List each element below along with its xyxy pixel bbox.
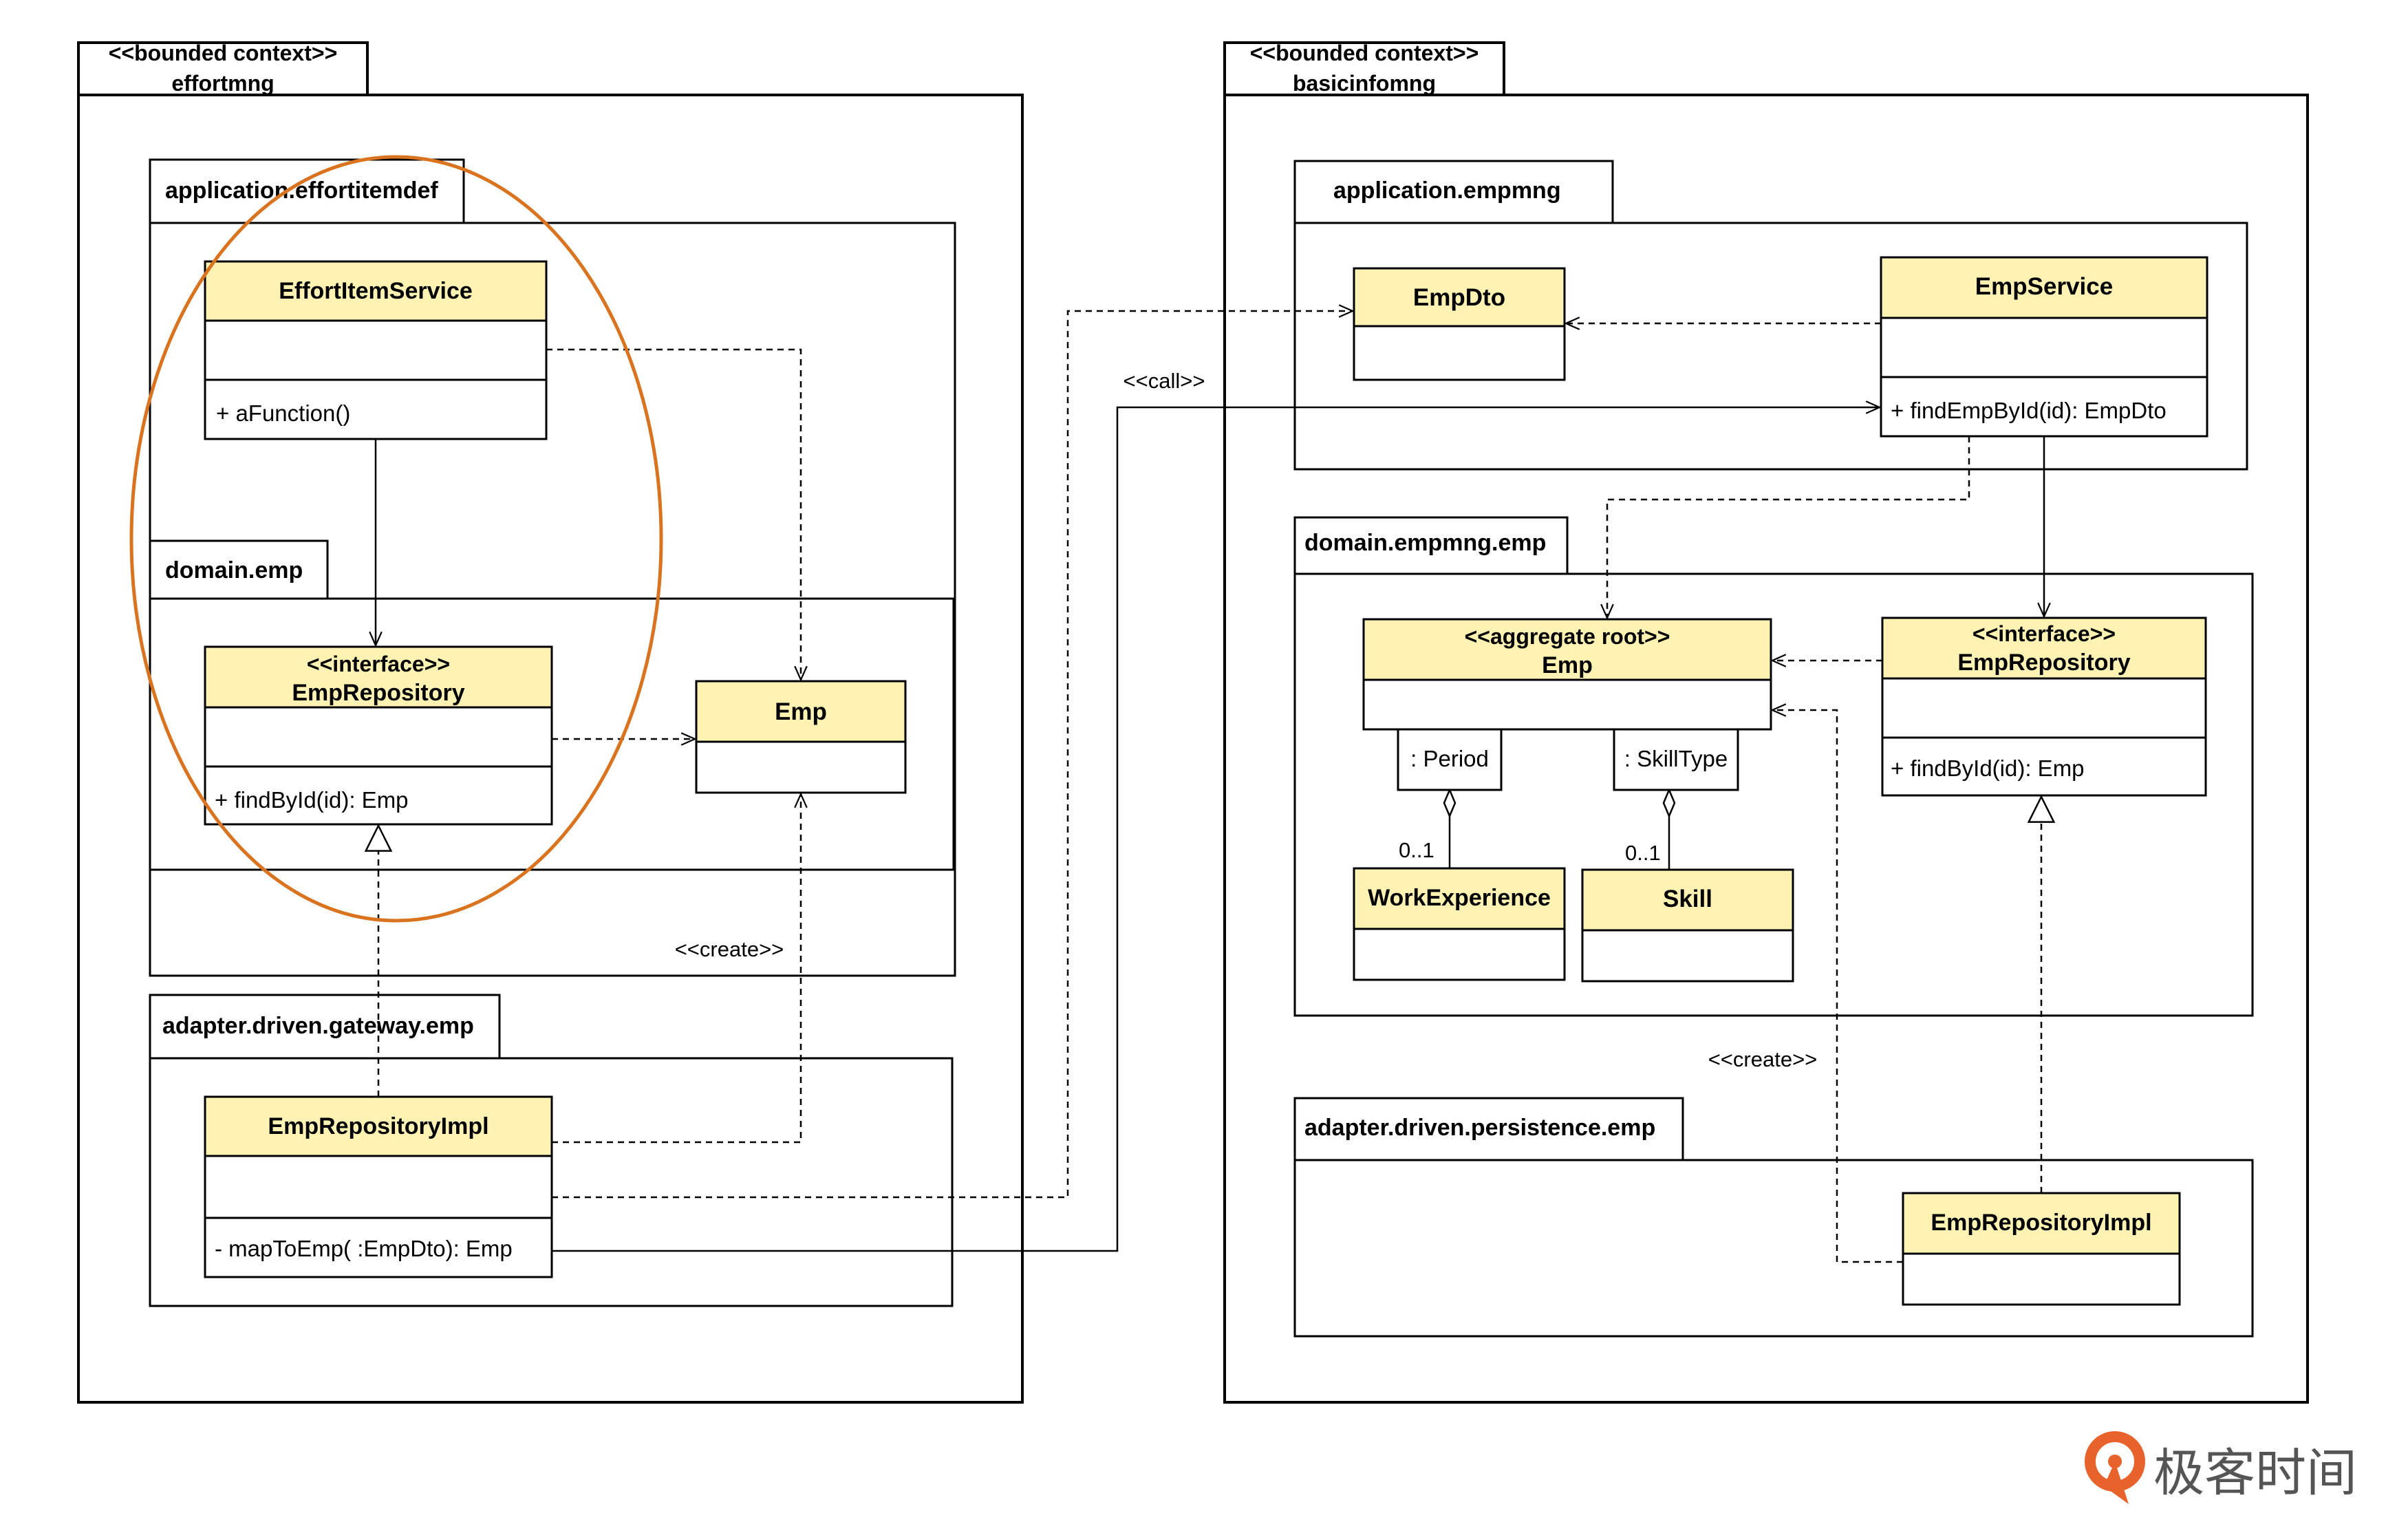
edge-impl-creates-emp: [552, 794, 801, 1144]
bounded-context-effortmng: [77, 41, 1024, 1404]
class-emp-left: [695, 680, 907, 794]
class-name: EmpRepositoryImpl: [268, 1113, 488, 1139]
class-name: EmpRepository: [292, 680, 464, 706]
watermark-text: 极客时间: [2153, 1444, 2357, 1501]
class-operation: + aFunction(): [216, 400, 350, 426]
class-emp-service: [1880, 256, 2208, 438]
class-stereotype: <<interface>>: [1972, 621, 2116, 646]
package-domain-emp-left: [149, 539, 955, 871]
right-edges: [1450, 323, 2044, 1263]
edge-impl-calls-service: [552, 407, 1880, 1252]
context-name-right: basicinfomng: [1293, 71, 1436, 96]
class-emp-repository-impl-left: [204, 1095, 553, 1278]
class-operation: + findById(id): Emp: [215, 787, 409, 813]
class-name: Emp: [1542, 652, 1593, 678]
class-operation: - mapToEmp( :EmpDto): Emp: [215, 1236, 513, 1261]
edge-impl-creates-root: [1772, 710, 1903, 1263]
cross-context-edges: [552, 311, 1880, 1252]
class-name: EmpRepositoryImpl: [1931, 1210, 2151, 1236]
class-name: Skill: [1663, 886, 1712, 912]
multiplicity-skill: 0..1: [1625, 841, 1661, 865]
edge-service-to-emp: [546, 348, 801, 680]
edge-impl-to-dto: [552, 311, 1353, 1199]
package-adapter-persistence: [1293, 1097, 2254, 1338]
context-stereotype-right: <<bounded context>>: [1250, 41, 1479, 65]
highlight-ellipse: [129, 155, 663, 923]
package-label: application.empmng: [1333, 178, 1561, 204]
package-label: adapter.driven.persistence.emp: [1304, 1115, 1655, 1141]
class-name: WorkExperience: [1368, 885, 1551, 911]
context-name-left: effortmng: [171, 71, 274, 96]
class-stereotype: <<interface>>: [307, 652, 450, 676]
package-application-empmng: [1293, 160, 2248, 471]
package-label: domain.empmng.emp: [1304, 530, 1546, 556]
package-adapter-gateway: [149, 994, 954, 1307]
class-emp-repository-left: [204, 645, 553, 826]
create-label-right: <<create>>: [1708, 1047, 1818, 1071]
class-stereotype: <<aggregate root>>: [1465, 624, 1670, 649]
multiplicity-work: 0..1: [1399, 838, 1434, 862]
qualifier-period: : Period: [1410, 746, 1489, 771]
class-emp-repository-right: [1881, 617, 2207, 797]
create-label-left: <<create>>: [675, 937, 784, 961]
class-work-experience: [1353, 867, 1566, 981]
class-emp-repository-impl-right: [1902, 1192, 2181, 1306]
class-skill: [1581, 868, 1794, 983]
package-label: adapter.driven.gateway.emp: [162, 1013, 474, 1039]
bounded-context-basicinfomng: [1223, 41, 2309, 1404]
package-label: domain.emp: [165, 557, 303, 583]
qualifier-boxes: [1397, 728, 1739, 791]
class-name: EmpDto: [1413, 284, 1505, 311]
class-operation: + findEmpById(id): EmpDto: [1891, 398, 2167, 423]
geektime-logo-icon: [2085, 1431, 2145, 1504]
context-stereotype-left: <<bounded context>>: [109, 41, 338, 65]
qualifier-skill-type: : SkillType: [1624, 746, 1728, 771]
edge-service-to-root: [1607, 436, 1970, 618]
class-emp-aggregate-root: [1362, 618, 1772, 731]
class-name: Emp: [775, 698, 827, 725]
class-operation: + findById(id): Emp: [1891, 755, 2085, 781]
class-name: EffortItemService: [279, 278, 473, 304]
package-domain-empmng-emp: [1293, 516, 2254, 1017]
class-emp-dto: [1353, 267, 1566, 381]
call-label: <<call>>: [1124, 369, 1205, 393]
class-name: EmpRepository: [1957, 650, 2130, 676]
class-name: EmpService: [1975, 273, 2113, 300]
class-effort-item-service: [204, 260, 548, 440]
